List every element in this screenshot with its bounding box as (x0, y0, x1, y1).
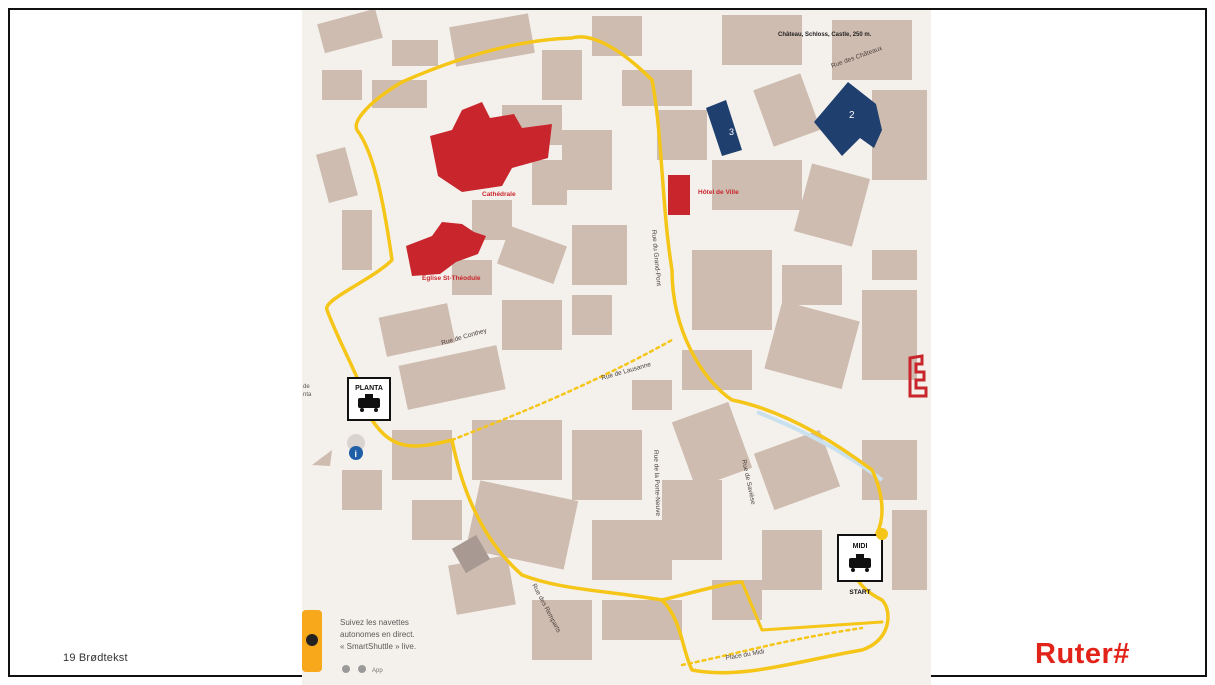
promo-line-1: Suivez les navettes (340, 618, 409, 627)
shuttle-route (325, 35, 890, 675)
info-icon (349, 446, 363, 460)
stop-start-label: START (849, 589, 870, 596)
left-edge-text-2: nta (303, 392, 312, 398)
label-cathedrale: Cathédrale (482, 191, 516, 198)
stop-midi-label: MIDI (853, 543, 868, 550)
cathedral-shape (430, 102, 552, 192)
town-hall-shape (668, 175, 690, 215)
city-map: 3 2 Rue du Grand-Pont Rue de Conthey Rue… (302, 10, 931, 685)
promo-app: App (372, 668, 383, 674)
label-eglise: Eglise St-Théodule (422, 275, 481, 282)
street-saviese: Rue de Savièse (740, 459, 756, 506)
church-shape (406, 222, 486, 276)
red-fragment-shape (908, 354, 928, 398)
stop-planta: PLANTA (347, 377, 391, 421)
stop-planta-label: PLANTA (355, 385, 383, 392)
android-icon (342, 665, 350, 673)
building-blocks (316, 10, 927, 660)
building-3-number: 3 (729, 127, 734, 137)
promo-line-3: « SmartShuttle » live. (340, 642, 416, 651)
street-porte-neuve: Rue de la Porte-Neuve (652, 450, 661, 517)
building-3-shape (706, 100, 742, 156)
stop-midi: MIDI START (837, 534, 883, 596)
shuttle-icon-midi (849, 558, 871, 568)
info-icon-midi (876, 528, 888, 540)
landmark-buildings (406, 102, 690, 276)
shuttle-icon (358, 398, 380, 408)
building-2-shape (814, 82, 882, 156)
svg-text:i: i (355, 449, 358, 459)
promo-line-2: autonomes en direct. (340, 630, 415, 639)
apple-icon (358, 665, 366, 673)
label-hotel-de-ville: Hôtel de Ville (698, 189, 739, 196)
footer-page-label: 19 Brødtekst (63, 652, 128, 664)
label-chateau: Château, Schloss, Castle, 250 m. (778, 32, 872, 38)
street-grand-pont: Rue du Grand-Pont (650, 230, 662, 287)
ruter-logo: Ruter# (1035, 638, 1130, 670)
building-2-number: 2 (849, 110, 855, 121)
left-edge-text-1: de (303, 384, 310, 390)
numbered-buildings (706, 82, 882, 156)
